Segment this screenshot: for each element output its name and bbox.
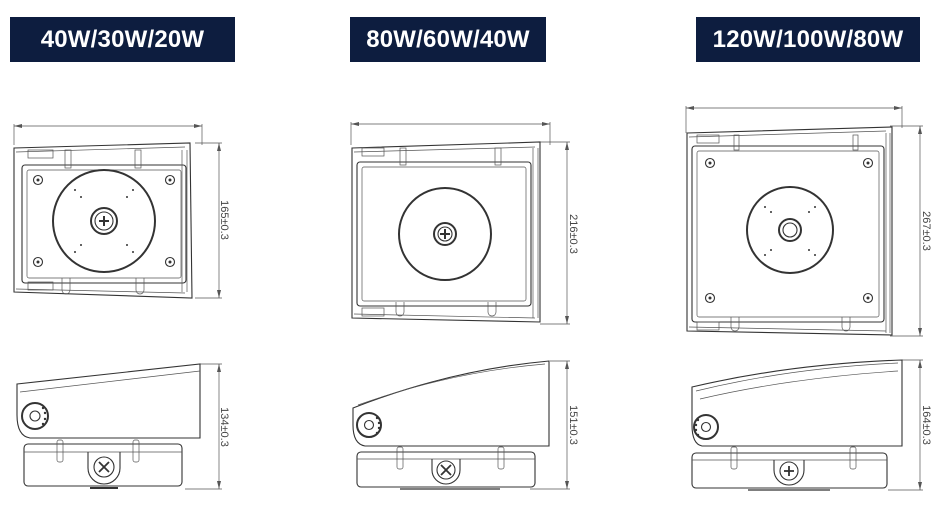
tilt-dial-icon [21,402,49,430]
width-dim-large: 272.5±0.3 [770,96,819,108]
phillips-screw-icon [433,222,457,246]
wattage-badge-large: 120W/100W/80W [696,17,920,62]
phillips-screw-icon [90,207,118,235]
width-dim-medium: 235.4±0.3 [426,112,475,124]
tilt-dial-icon [356,412,382,438]
tilt-dial-icon [693,414,719,440]
side-height-dim-large: 164±0.3 [920,405,932,445]
wattage-badge-medium: 80W/60W/40W [350,17,546,62]
width-dim-small: 197.2±0.3 [84,114,133,126]
conduit-hole-icon [778,218,802,242]
wattage-badge-small: 40W/30W/20W [10,17,235,62]
